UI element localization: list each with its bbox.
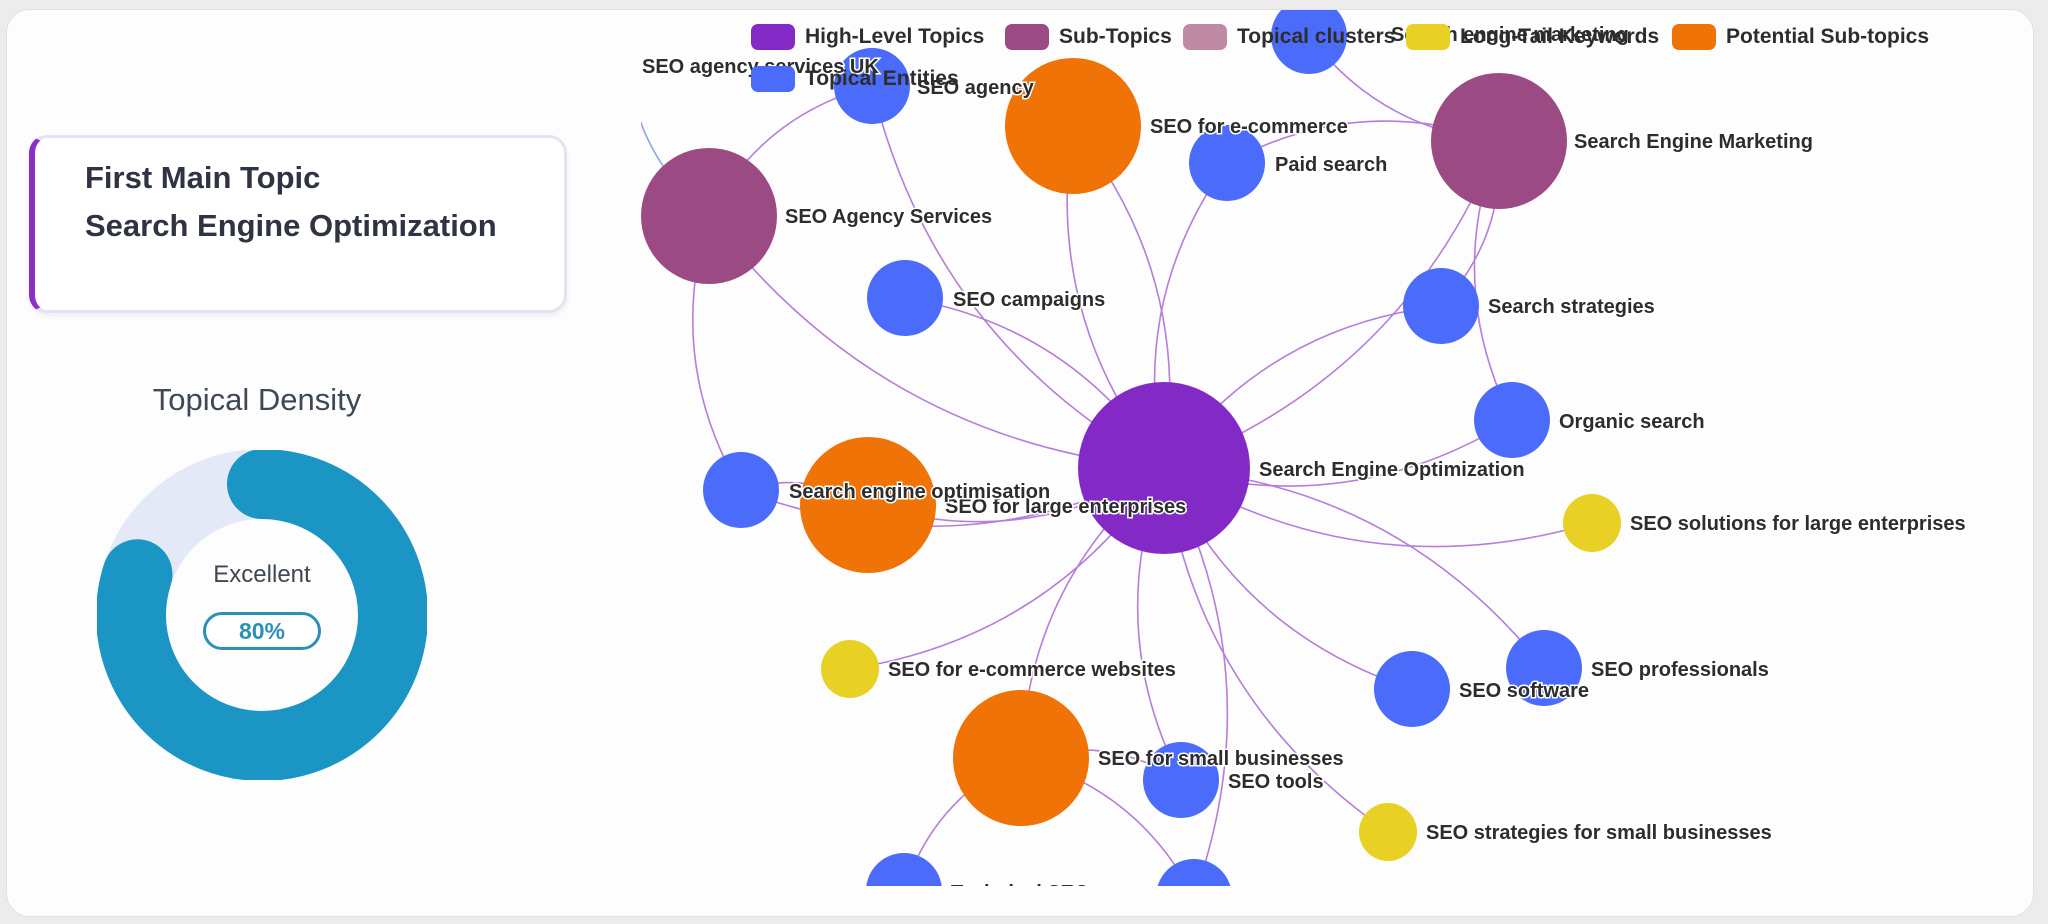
graph-node-label: SEO solutions for large enterprises [1630, 513, 1966, 535]
graph-node-label: SEO agency [917, 77, 1035, 99]
density-rating: Excellent [213, 561, 311, 588]
legend-swatch [1672, 24, 1716, 50]
graph-node[interactable] [800, 437, 936, 573]
graph-node-label: Search strategies [1488, 296, 1655, 318]
graph-node-label: Technical SEO [951, 882, 1090, 886]
legend-swatch [751, 24, 795, 50]
graph-node[interactable] [1271, 10, 1347, 74]
graph-legend: High-Level Topics Sub-Topics Topical clust… [751, 24, 2033, 100]
legend-item[interactable]: Topical clusters [1183, 24, 1395, 50]
graph-node-label: SEO strategies for small businesses [1426, 822, 1772, 844]
graph-node[interactable] [1474, 382, 1550, 458]
graph-node[interactable] [1078, 382, 1250, 554]
graph-node[interactable] [1563, 494, 1621, 552]
legend-swatch [751, 66, 795, 92]
graph-node[interactable] [1506, 630, 1582, 706]
graph-node[interactable] [1143, 742, 1219, 818]
graph-node[interactable] [834, 48, 910, 124]
main-topic-title: Search Engine Optimization [85, 208, 497, 243]
graph-node-label: SEO for e-commerce websites [888, 659, 1176, 681]
legend-swatch [1005, 24, 1049, 50]
topical-map-card: First Main Topic Search Engine Optimizat… [6, 9, 2034, 917]
graph-nodes [641, 10, 1621, 886]
legend-item[interactable]: Potential Sub-topics [1672, 24, 1929, 50]
graph-node-label: SEO tools [1228, 771, 1324, 793]
legend-label: High-Level Topics [805, 25, 985, 48]
graph-node[interactable] [1189, 125, 1265, 201]
graph-node-label: SEO for e-commerce [1150, 116, 1348, 138]
graph-node[interactable] [1374, 651, 1450, 727]
legend-swatch [1183, 24, 1227, 50]
legend-item[interactable]: Topical Entities [751, 66, 959, 92]
legend-item[interactable]: Sub-Topics [1005, 24, 1172, 50]
graph-node-label: Search engine optimisation [789, 481, 1050, 503]
legend-item[interactable]: Long-Tail Keywords [1406, 24, 1659, 50]
density-donut [97, 450, 427, 780]
main-topic-card: First Main Topic Search Engine Optimizat… [29, 135, 567, 313]
graph-node[interactable] [866, 853, 942, 886]
graph-node[interactable] [1403, 268, 1479, 344]
density-percent-badge: 80% [203, 612, 321, 650]
main-topic-caption: First Main Topic [85, 160, 321, 195]
graph-node-label: SEO campaigns [953, 289, 1105, 311]
graph-node[interactable] [1431, 73, 1567, 209]
density-progress [97, 450, 427, 780]
graph-node[interactable] [1156, 859, 1232, 886]
graph-node-label: Search Engine Optimization [1259, 459, 1525, 481]
graph-node-label: Search Engine Marketing [1574, 131, 1813, 153]
graph-node[interactable] [1005, 58, 1141, 194]
graph-node-label: SEO Agency Services [785, 206, 992, 228]
graph-node[interactable] [867, 260, 943, 336]
graph-node-label: SEO software [1459, 680, 1589, 702]
graph-node-label: Paid search [1275, 154, 1387, 176]
graph-node[interactable] [703, 452, 779, 528]
graph-node[interactable] [1359, 803, 1417, 861]
legend-swatch [1406, 24, 1450, 50]
graph-labels: Search Engine Optimization Search Engine … [641, 23, 1967, 887]
legend-label: Long-Tail Keywords [1460, 25, 1660, 48]
topical-graph[interactable]: Search Engine Optimization Search Engine … [641, 10, 2034, 886]
legend-label: Topical clusters [1237, 25, 1396, 48]
graph-node-label: SEO for small businesses [1098, 748, 1344, 770]
legend-label: Potential Sub-topics [1726, 25, 1930, 48]
legend-label: Sub-Topics [1059, 25, 1172, 48]
graph-node-label: SEO professionals [1591, 659, 1769, 681]
graph-node[interactable] [953, 690, 1089, 826]
graph-node[interactable] [821, 640, 879, 698]
legend-item[interactable]: High-Level Topics [751, 24, 984, 50]
topical-graph-canvas[interactable]: Search Engine Optimization Search Engine … [641, 10, 2034, 886]
graph-node[interactable] [641, 148, 777, 284]
graph-node-label: SEO for large enterprises [945, 496, 1186, 518]
legend-label: Topical Entities [805, 67, 959, 90]
graph-node-label: Organic search [1559, 411, 1705, 433]
density-title: Topical Density [152, 382, 362, 417]
